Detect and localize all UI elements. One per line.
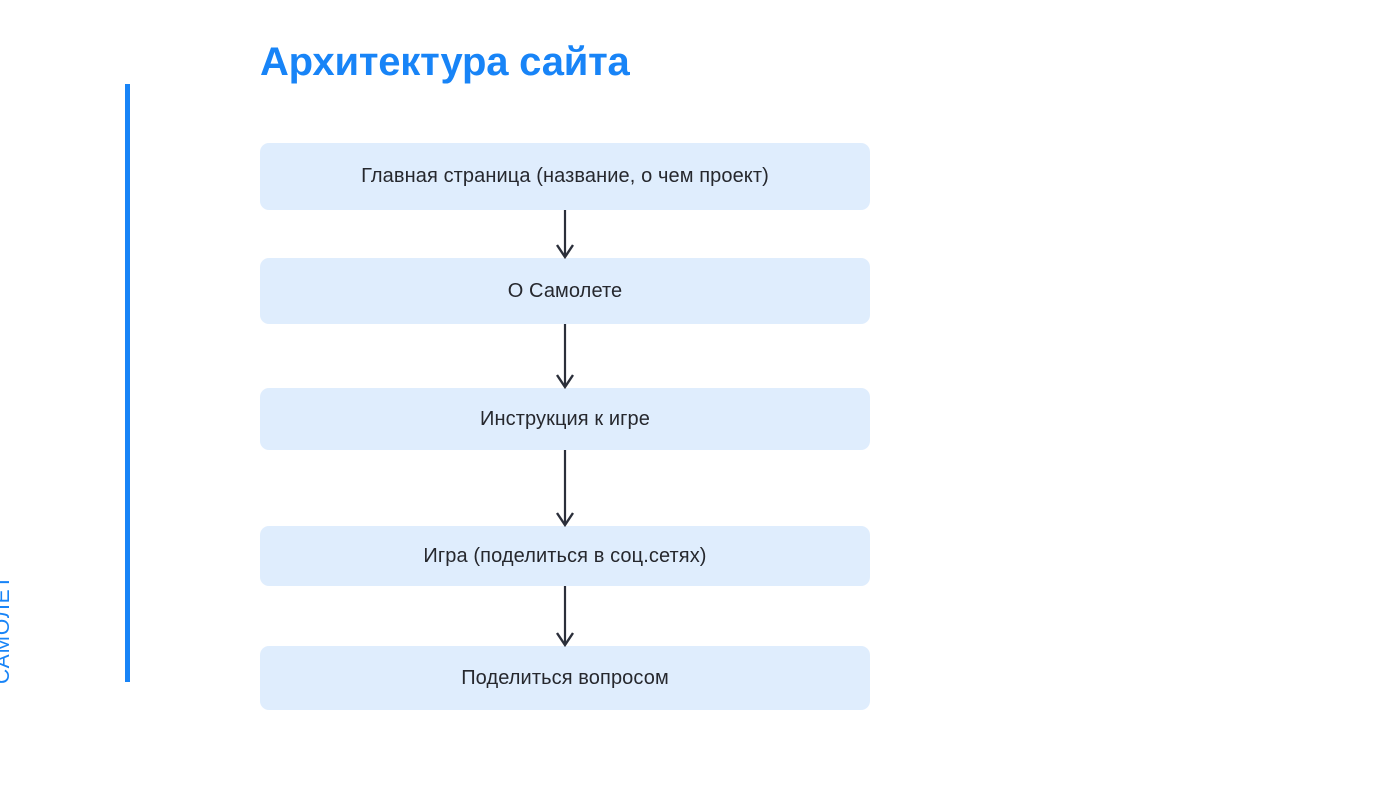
down-arrow-icon bbox=[556, 210, 574, 260]
brand-vertical-rule bbox=[125, 84, 130, 682]
flow-node-2[interactable]: О Самолете bbox=[260, 258, 870, 324]
architecture-flowchart: Главная страница (название, о чем проект… bbox=[260, 143, 870, 710]
flow-node-label: О Самолете bbox=[507, 279, 623, 302]
flow-arrow-2 bbox=[260, 324, 870, 390]
flow-arrow-3 bbox=[260, 450, 870, 528]
flow-node-4[interactable]: Игра (поделиться в соц.сетях) bbox=[260, 526, 870, 586]
flow-node-3[interactable]: Инструкция к игре bbox=[260, 388, 870, 450]
down-arrow-icon bbox=[556, 586, 574, 648]
down-arrow-icon bbox=[556, 450, 574, 528]
brand-label: САМОЛЕТ bbox=[0, 574, 14, 684]
brand-rail: САМОЛЕТ bbox=[0, 84, 130, 684]
flow-arrow-4 bbox=[260, 586, 870, 648]
flow-arrow-1 bbox=[260, 210, 870, 260]
flow-node-1[interactable]: Главная страница (название, о чем проект… bbox=[260, 143, 870, 210]
flow-node-5[interactable]: Поделиться вопросом bbox=[260, 646, 870, 710]
down-arrow-icon bbox=[556, 324, 574, 390]
flow-node-label: Игра (поделиться в соц.сетях) bbox=[423, 544, 707, 567]
flow-node-label: Поделиться вопросом bbox=[461, 666, 669, 689]
page-title: Архитектура сайта bbox=[260, 40, 630, 84]
flow-node-label: Главная страница (название, о чем проект… bbox=[361, 165, 769, 187]
flow-node-label: Инструкция к игре bbox=[480, 407, 650, 430]
